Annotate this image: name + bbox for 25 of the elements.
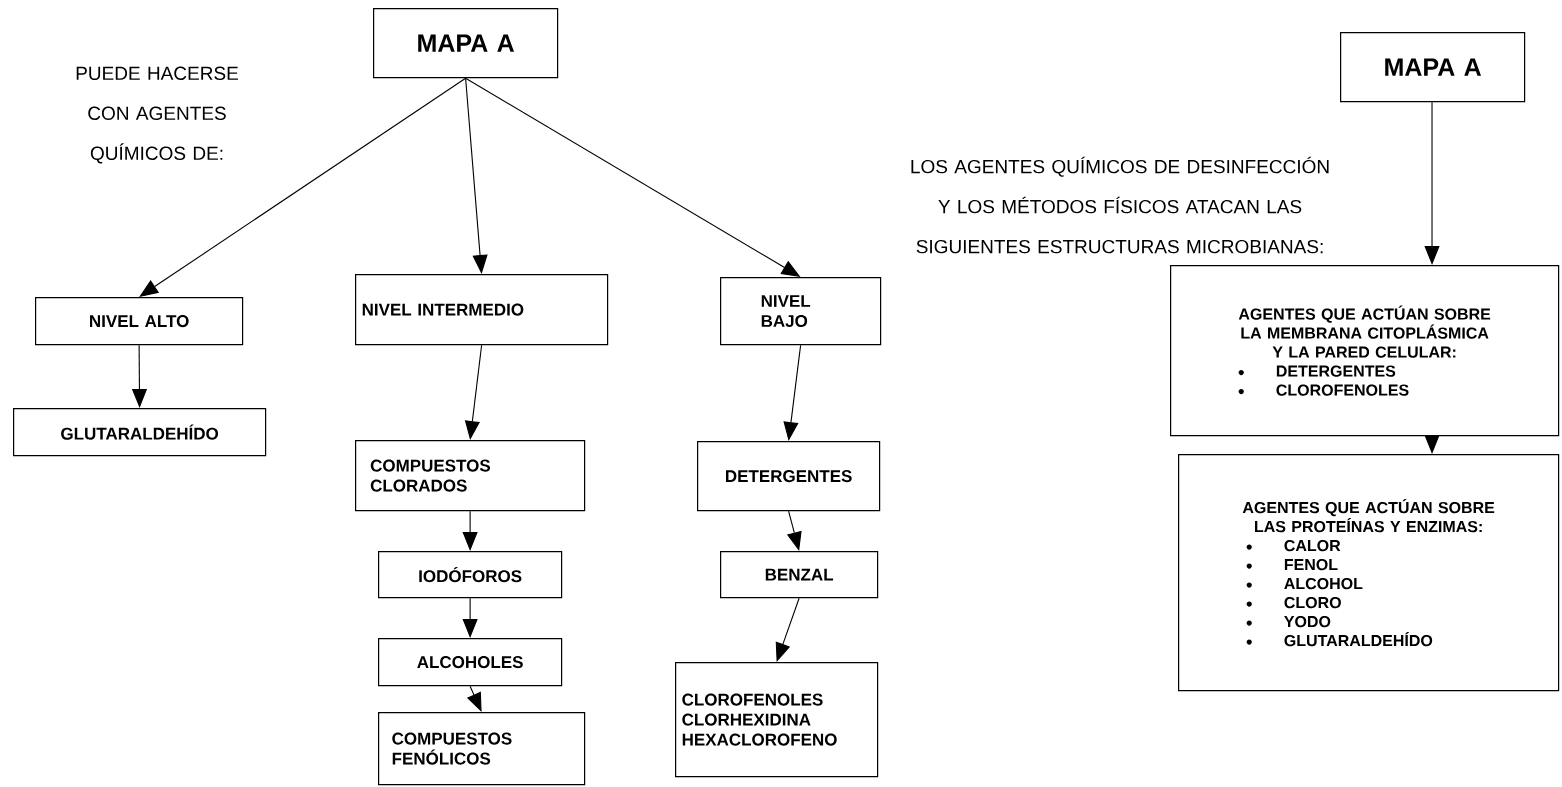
list-box: AGENTES QUE ACTÚAN SOBRE LAS PROTEÍNAS Y ENZIMAS: CALOR FENOL ALCOHOL CLORO YODO GLUTARALDEHÍDO bbox=[1178, 454, 1560, 692]
annotation-text: LOS AGENTES QUÍMICOS DE DESINFECCIÓN Y LOS MÉTODOS FÍSICOS ATACAN LAS SIGUIENTES ESTRUCTURAS MICROBIANAS: bbox=[911, 156, 1329, 254]
arrow bbox=[1424, 434, 1440, 454]
concept-box: NIVEL ALTO bbox=[35, 297, 244, 346]
annotation-text: PUEDE HACERSE CON AGENTES QUÍMICOS DE: bbox=[76, 66, 238, 164]
arrow bbox=[775, 597, 800, 662]
concept-box: ALCOHOLES bbox=[378, 638, 563, 687]
concept-box: BENZAL bbox=[720, 551, 879, 599]
concept-box: COMPUESTOS FENÓLICOS bbox=[378, 712, 586, 786]
concept-box: NIVEL INTERMEDIO bbox=[355, 274, 609, 346]
arrow bbox=[1424, 101, 1440, 265]
concept-box: NIVEL BAJO bbox=[720, 277, 882, 346]
arrow bbox=[462, 597, 478, 638]
concept-box: GLUTARALDEHÍDO bbox=[13, 408, 267, 457]
arrow bbox=[465, 77, 488, 274]
concept-box: CLOROFENOLES CLORHEXIDINA HEXACLOROFENO bbox=[675, 662, 879, 778]
arrow bbox=[462, 510, 478, 551]
concept-box: COMPUESTOS CLORADOS bbox=[355, 440, 586, 512]
title-box: MAPA A bbox=[1340, 32, 1526, 103]
arrow bbox=[783, 344, 802, 441]
list-box: AGENTES QUE ACTÚAN SOBRE LA MEMBRANA CITOPLÁSMICA Y LA PARED CELULAR: DETERGENTES CLOROFENOLES bbox=[1170, 265, 1560, 437]
title-box: MAPA A bbox=[373, 8, 559, 79]
concept-box: DETERGENTES bbox=[697, 441, 881, 512]
arrow bbox=[139, 77, 467, 297]
concept-box: IODÓFOROS bbox=[378, 551, 563, 599]
